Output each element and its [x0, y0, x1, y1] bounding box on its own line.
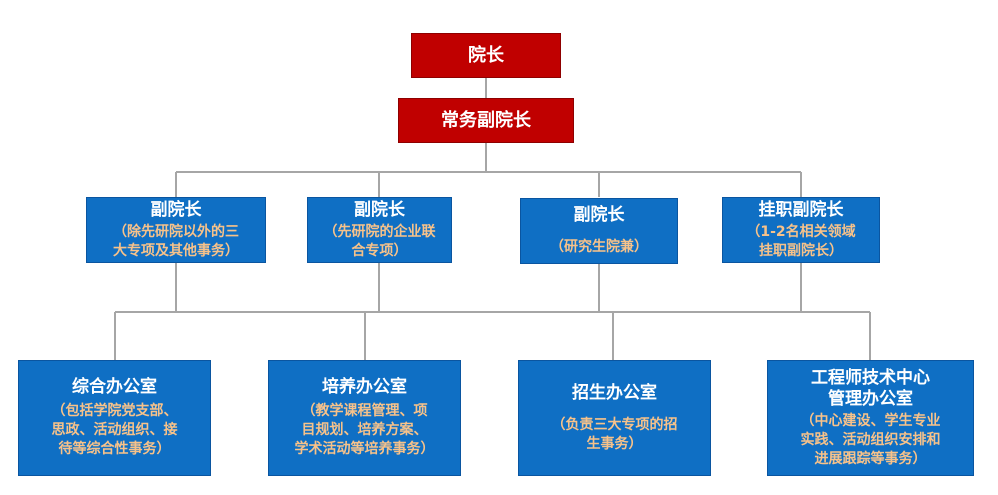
office-box: 招生办公室 （负责三大专项的招 生事务） — [518, 360, 711, 476]
deputy-title: 副院长 — [150, 199, 202, 220]
office-note-line: 实践、活动组织安排和 — [800, 431, 941, 448]
deputy-box: 副院长 （除先研院以外的三 大专项及其他事务） — [86, 197, 266, 263]
office-note-line: （包括学院党支部、 — [51, 403, 178, 419]
dean-label: 院长 — [468, 45, 504, 66]
office-title: 工程师技术中心 — [811, 367, 930, 388]
office-note-line: 学术活动等培养事务） — [294, 441, 435, 457]
office-title: 综合办公室 — [72, 377, 157, 397]
deputy-note-line: 挂职副院长） — [759, 242, 843, 259]
office-note-line: 目规划、培养方案、 — [301, 422, 428, 438]
deputy-title: 副院长 — [573, 205, 625, 225]
office-note-line: 进展跟踪等事务） — [814, 450, 927, 467]
deputy-title: 挂职副院长 — [758, 199, 844, 220]
deputy-note-line: （先研院的企业联 — [323, 223, 436, 240]
office-box: 综合办公室 （包括学院党支部、 思政、活动组织、接 待等综合性事务） — [18, 360, 211, 476]
office-note-line: 待等综合性事务） — [58, 441, 171, 457]
deputy-note-line: 大专项及其他事务） — [113, 242, 239, 259]
deputy-title: 副院长 — [354, 199, 405, 220]
office-box: 培养办公室 （教学课程管理、项 目规划、培养方案、 学术活动等培养事务） — [268, 360, 461, 476]
deputy-note-line: （1-2名相关领域 — [746, 223, 856, 240]
dean-box: 院长 — [411, 33, 561, 78]
office-note-line: （中心建设、学生专业 — [800, 412, 941, 429]
deputy-box: 副院长 （先研院的企业联 合专项） — [307, 197, 452, 263]
office-title: 管理办公室 — [828, 388, 913, 409]
deputy-note-line: 合专项） — [351, 242, 408, 259]
office-title: 招生办公室 — [572, 382, 657, 403]
office-title: 培养办公室 — [322, 377, 407, 397]
office-note-line: 思政、活动组织、接 — [51, 422, 178, 438]
deputy-note-line: （研究生院兼） — [550, 239, 648, 255]
office-box: 工程师技术中心 管理办公室 （中心建设、学生专业 实践、活动组织安排和 进展跟踪… — [767, 360, 974, 476]
executive-vice-dean-box: 常务副院长 — [398, 98, 574, 143]
executive-vice-dean-label: 常务副院长 — [441, 110, 531, 131]
deputy-box: 挂职副院长 （1-2名相关领域 挂职副院长） — [722, 197, 880, 263]
office-note-line: 生事务） — [586, 435, 643, 452]
deputy-note-line: （除先研院以外的三 — [113, 223, 239, 240]
deputy-box: 副院长 （研究生院兼） — [520, 198, 678, 264]
office-note-line: （负责三大专项的招 — [551, 416, 678, 433]
office-note-line: （教学课程管理、项 — [301, 403, 428, 419]
